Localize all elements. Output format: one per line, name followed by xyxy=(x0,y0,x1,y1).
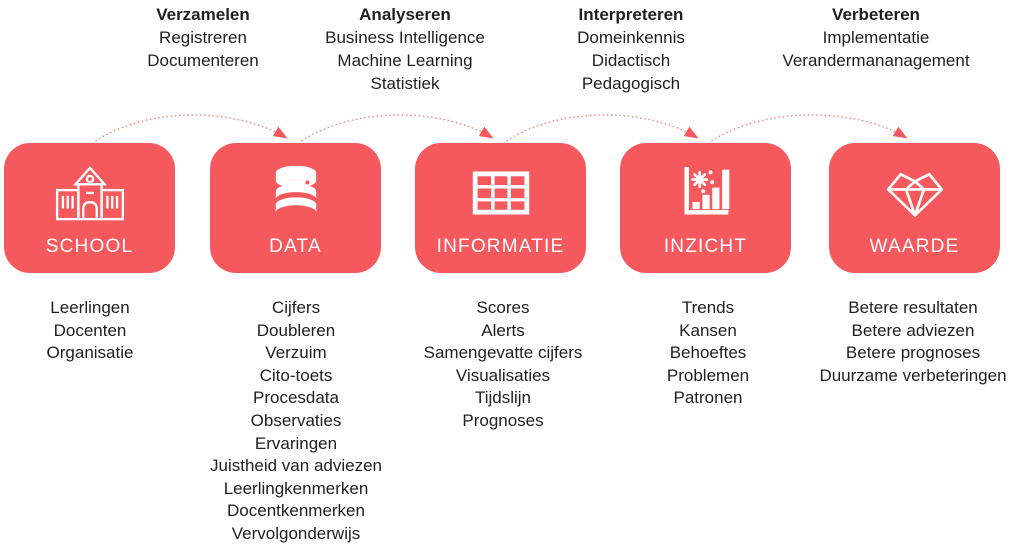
stage-item: Cito-toets xyxy=(259,365,333,385)
stage-item: Behoeftes xyxy=(669,343,747,363)
stage-label: DATA xyxy=(269,236,322,257)
phase-item: Business Intelligence xyxy=(325,28,485,47)
phase-item: Verandermananagement xyxy=(782,51,970,70)
school-icon xyxy=(4,159,175,227)
phase-item: Statistiek xyxy=(370,74,440,93)
stage-item: Betere prognoses xyxy=(845,343,981,363)
stage-box-informatie: INFORMATIE xyxy=(415,143,586,273)
phase-item: Documenteren xyxy=(147,51,259,70)
stage-box-inzicht: INZICHT xyxy=(620,143,791,273)
stage-item: Procesdata xyxy=(252,388,339,408)
stage-item: Leerlingen xyxy=(50,298,130,317)
stage-item: Docentkenmerken xyxy=(227,501,365,521)
stage-item: Juistheid van adviezen xyxy=(209,456,383,476)
stage-label: INZICHT xyxy=(663,236,748,257)
database-icon xyxy=(210,159,381,227)
stage-item: Betere resultaten xyxy=(848,298,978,317)
stage-item: Scores xyxy=(476,298,530,317)
stage-item: Prognoses xyxy=(462,410,544,430)
insight-chart-icon xyxy=(620,159,791,227)
phase-item: Pedagogisch xyxy=(581,74,681,93)
phase-item: Registreren xyxy=(159,28,247,47)
stage-item: Patronen xyxy=(673,388,743,408)
stage-label: INFORMATIE xyxy=(436,236,565,257)
stage-item: Doubleren xyxy=(256,320,336,340)
stage-item: Trends xyxy=(681,298,735,317)
stage-item: Docenten xyxy=(53,320,127,340)
stage-item: Observaties xyxy=(250,410,342,430)
stage-label: SCHOOL xyxy=(45,236,134,257)
stage-item: Problemen xyxy=(666,365,750,385)
stage-item: Tijdslijn xyxy=(474,388,532,408)
phase-title: Interpreteren xyxy=(578,5,684,24)
stage-item: Verzuim xyxy=(265,343,327,363)
stage-box-school: SCHOOL xyxy=(4,143,175,273)
stage-item: Ervaringen xyxy=(254,433,338,453)
phase-title: Verbeteren xyxy=(832,5,920,24)
phase-item: Didactisch xyxy=(591,51,671,70)
phase-item: Implementatie xyxy=(822,28,930,47)
stage-item: Visualisaties xyxy=(455,365,551,385)
stage-item: Leerlingkenmerken xyxy=(223,478,369,498)
table-grid-icon xyxy=(415,159,586,227)
phase-title: Verzamelen xyxy=(156,5,250,24)
stage-label: WAARDE xyxy=(869,236,960,257)
stage-item: Cijfers xyxy=(271,298,321,317)
phase-title: Analyseren xyxy=(359,5,451,24)
flow-arrow xyxy=(95,114,288,142)
phase-item: Domeinkennis xyxy=(577,28,685,47)
stage-item: Vervolgonderwijs xyxy=(231,523,361,543)
diamond-icon xyxy=(829,159,1000,227)
stage-item: Kansen xyxy=(679,320,737,340)
stage-box-data: DATA xyxy=(210,143,381,273)
stage-item: Duurzame verbeteringen xyxy=(819,365,1007,385)
stage-item: Alerts xyxy=(481,320,525,340)
stage-box-waarde: WAARDE xyxy=(829,143,1000,273)
flow-arrow xyxy=(711,114,908,142)
flow-arrow xyxy=(506,114,699,142)
stage-item: Samengevatte cijfers xyxy=(423,343,583,363)
stage-item: Betere adviezen xyxy=(851,320,975,340)
stage-item: Organisatie xyxy=(46,343,134,363)
flow-arrow xyxy=(301,114,494,142)
phase-item: Machine Learning xyxy=(337,51,473,70)
